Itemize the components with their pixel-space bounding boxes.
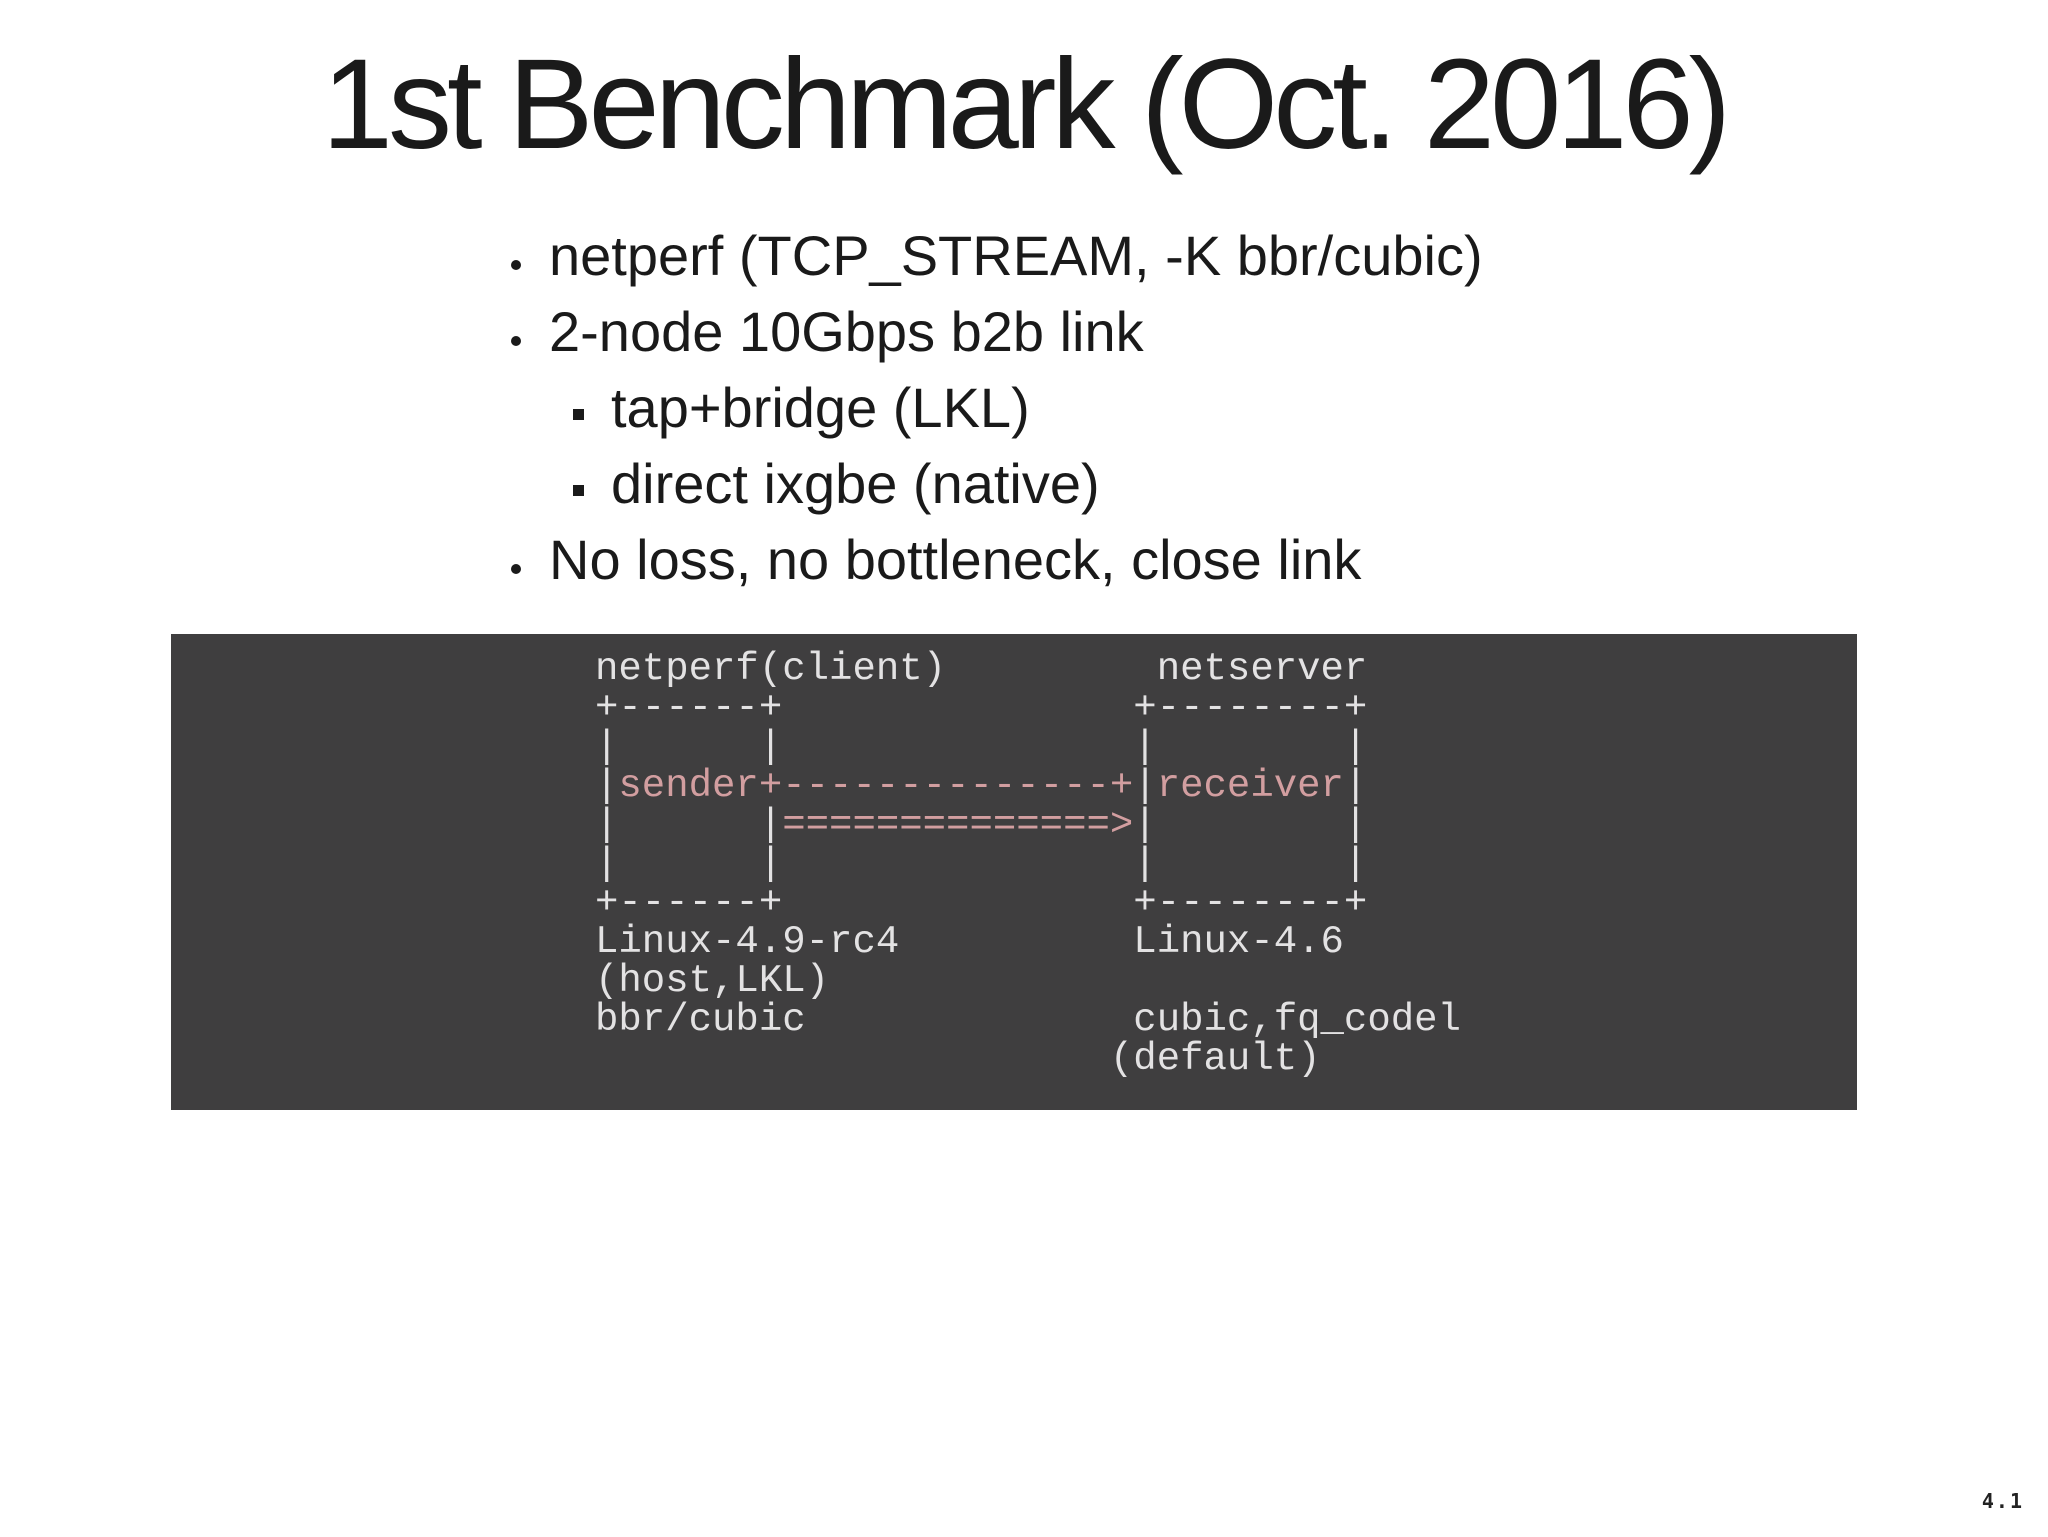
receiver-label: receiver xyxy=(1156,764,1344,808)
right-box-bottom-border: +--------+ xyxy=(1133,881,1368,925)
bullet-item-no-loss: No loss, no bottleneck, close link xyxy=(505,522,1483,598)
bullet-item-netperf: netperf (TCP_STREAM, -K bbr/cubic) xyxy=(505,218,1483,294)
bullet-item-link: 2-node 10Gbps b2b link xyxy=(505,294,1483,370)
ascii-diagram-panel: netperf(client) netserver +------+ +----… xyxy=(171,634,1857,1110)
sub-bullet-item-direct-ixgbe: direct ixgbe (native) xyxy=(505,446,1483,522)
server-heading: netserver xyxy=(1156,647,1368,691)
client-mode: (host,LKL) xyxy=(595,959,830,1003)
server-congestion-control: cubic,fq_codel xyxy=(1133,998,1461,1042)
client-congestion-control: bbr/cubic xyxy=(595,998,806,1042)
left-box-bottom-border: +------+ xyxy=(595,881,783,925)
client-heading: netperf(client) xyxy=(595,647,947,691)
left-box-top-border: +------+ xyxy=(595,686,783,730)
ascii-network-diagram: netperf(client) netserver +------+ +----… xyxy=(595,647,1461,1081)
server-default-note: (default) xyxy=(1109,1037,1321,1081)
sender-label: sender xyxy=(618,764,759,808)
data-flow-arrow: ==============> xyxy=(782,803,1134,847)
link-line: +--------------+ xyxy=(758,764,1134,808)
client-kernel-version: Linux-4.9-rc4 xyxy=(595,920,900,964)
server-kernel-version: Linux-4.6 xyxy=(1133,920,1344,964)
sub-bullet-item-tap-bridge: tap+bridge (LKL) xyxy=(505,370,1483,446)
page-number: 4.1 xyxy=(1981,1489,2024,1513)
right-box-top-border: +--------+ xyxy=(1133,686,1368,730)
slide-title: 1st Benchmark (Oct. 2016) xyxy=(321,33,1732,176)
bullet-list: netperf (TCP_STREAM, -K bbr/cubic) 2-nod… xyxy=(505,218,1483,598)
